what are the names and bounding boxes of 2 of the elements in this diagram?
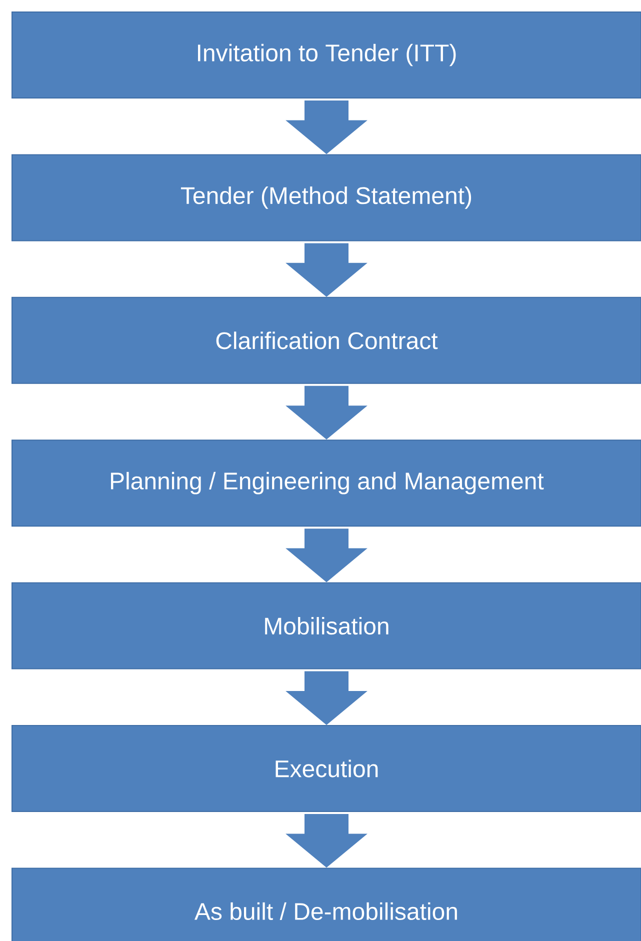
process-box: Invitation to Tender (ITT)	[12, 12, 641, 98]
process-box: As built / De-mobilisation	[12, 868, 641, 941]
